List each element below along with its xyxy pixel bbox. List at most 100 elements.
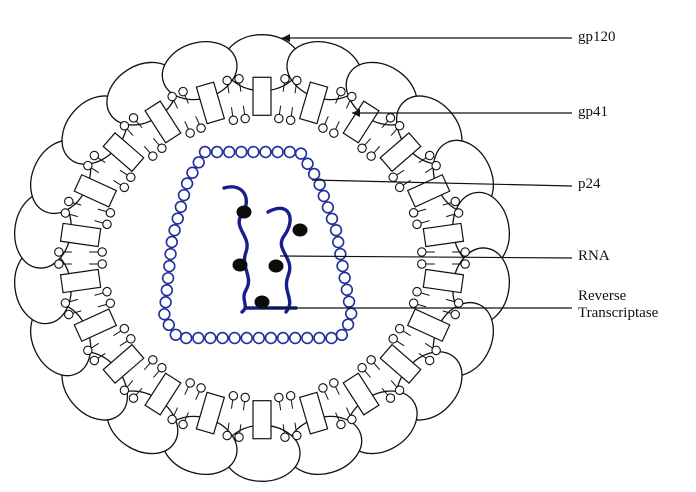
lipid-tail bbox=[185, 121, 189, 129]
capsid-bead bbox=[205, 333, 216, 344]
lipid-tail bbox=[127, 129, 133, 136]
lipid-tail bbox=[374, 146, 380, 153]
capsid-bead bbox=[296, 148, 307, 159]
capsid-bead bbox=[172, 213, 183, 224]
lipid-tail bbox=[346, 408, 350, 416]
lipid-tail bbox=[325, 392, 329, 400]
lipid-inner bbox=[227, 107, 238, 125]
lipid-head bbox=[328, 377, 339, 388]
lipid-head bbox=[317, 123, 328, 134]
lipid-inner bbox=[418, 248, 435, 256]
lipid-tail bbox=[231, 107, 232, 116]
lipid-tail bbox=[417, 304, 426, 307]
lipid-head bbox=[234, 432, 244, 442]
lipid-inner bbox=[181, 120, 196, 139]
capsid-bead bbox=[163, 273, 174, 284]
lipid-head bbox=[105, 298, 115, 308]
gp41-stalk bbox=[408, 309, 450, 341]
lipid-head bbox=[102, 286, 112, 296]
lipid-head bbox=[394, 182, 406, 194]
gp41-stalk bbox=[408, 175, 450, 207]
lipid-inner bbox=[97, 298, 116, 311]
lipid-tail bbox=[91, 168, 99, 173]
lipid-tail bbox=[174, 408, 178, 416]
lipid-tail bbox=[228, 84, 229, 93]
lipid-head bbox=[102, 219, 112, 229]
lipid-tail bbox=[291, 107, 292, 116]
capsid-bead bbox=[224, 147, 235, 158]
lipid-tail bbox=[397, 341, 405, 346]
lipid-head bbox=[412, 286, 422, 296]
gp41-stalk bbox=[380, 345, 421, 383]
lipid-head bbox=[234, 74, 244, 84]
lipid-inner bbox=[328, 120, 343, 139]
lipid-head bbox=[98, 260, 106, 268]
label-reverse-transcriptase-line1: Reverse bbox=[578, 288, 626, 305]
capsid-bead bbox=[341, 284, 352, 295]
lipid-head bbox=[387, 333, 399, 345]
lipid-tail bbox=[120, 341, 128, 346]
lipid-tail bbox=[365, 371, 371, 378]
gp41-stalk bbox=[380, 133, 421, 171]
capsid-bead bbox=[344, 296, 355, 307]
label-reverse-transcriptase-line2: Transcriptase bbox=[578, 305, 658, 322]
lipid-tail bbox=[228, 423, 229, 432]
capsid-bead bbox=[170, 329, 181, 340]
capsid-bead bbox=[339, 272, 350, 283]
capsid-bead bbox=[331, 225, 342, 236]
lipid-inner bbox=[239, 105, 250, 123]
lipid-head bbox=[240, 114, 250, 124]
lipid-inner bbox=[89, 248, 106, 256]
lipid-inner bbox=[141, 354, 159, 372]
lipid-tail bbox=[417, 209, 426, 212]
label-gp41: gp41 bbox=[578, 104, 608, 121]
capsid-bead bbox=[343, 319, 354, 330]
gp41-stalk bbox=[103, 345, 144, 383]
lipid-head bbox=[317, 382, 328, 393]
capsid-bead bbox=[236, 147, 247, 158]
capsid-bead bbox=[200, 147, 211, 158]
lipid-tail bbox=[391, 129, 397, 136]
capsid-bead bbox=[314, 333, 325, 344]
lipid-tail bbox=[374, 363, 380, 370]
capsid-bead bbox=[166, 237, 177, 248]
lipid-head bbox=[418, 248, 426, 256]
capsid-bead bbox=[302, 158, 313, 169]
lipid-tail bbox=[113, 331, 121, 336]
lipid-tail bbox=[295, 84, 296, 93]
capsid-bead bbox=[346, 308, 357, 319]
lipid-tail bbox=[391, 380, 397, 387]
lipid-head bbox=[461, 260, 469, 268]
label-gp120: gp120 bbox=[578, 29, 616, 46]
lipid-head bbox=[222, 431, 232, 441]
lipid-tail bbox=[185, 387, 189, 395]
lipid-head bbox=[292, 76, 302, 86]
lipid-inner bbox=[408, 205, 427, 218]
lipid-tail bbox=[98, 209, 107, 212]
gp41-stalk bbox=[74, 309, 116, 341]
lipid-tail bbox=[91, 343, 99, 348]
lipid-tail bbox=[144, 146, 150, 153]
lipid-head bbox=[412, 219, 422, 229]
capsid-bead bbox=[169, 225, 180, 236]
lipid-inner bbox=[286, 107, 297, 125]
capsid-bead bbox=[179, 190, 190, 201]
lipid-head bbox=[408, 208, 418, 218]
lipid-tail bbox=[196, 116, 200, 124]
lipid-tail bbox=[231, 400, 232, 409]
lipid-inner bbox=[365, 354, 383, 372]
lipid-tail bbox=[365, 138, 371, 145]
gp41-stalk bbox=[103, 133, 144, 171]
capsid-bead bbox=[337, 261, 348, 272]
lipid-tail bbox=[95, 221, 104, 224]
lipid-head bbox=[408, 298, 418, 308]
gp41-stalk bbox=[253, 77, 271, 115]
lipid-inner bbox=[141, 144, 159, 162]
lipid-tail bbox=[335, 121, 339, 129]
lipid-tail bbox=[279, 401, 280, 410]
lipid-head bbox=[105, 208, 115, 218]
lipid-head bbox=[461, 248, 469, 256]
capsid-bead bbox=[327, 213, 338, 224]
gp41-stalk bbox=[343, 373, 379, 415]
